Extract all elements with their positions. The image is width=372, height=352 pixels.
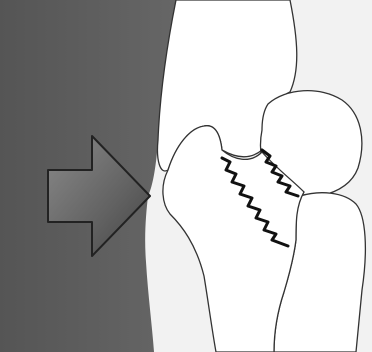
diagram-svg: [0, 0, 372, 352]
fracture-diagram: [0, 0, 372, 352]
